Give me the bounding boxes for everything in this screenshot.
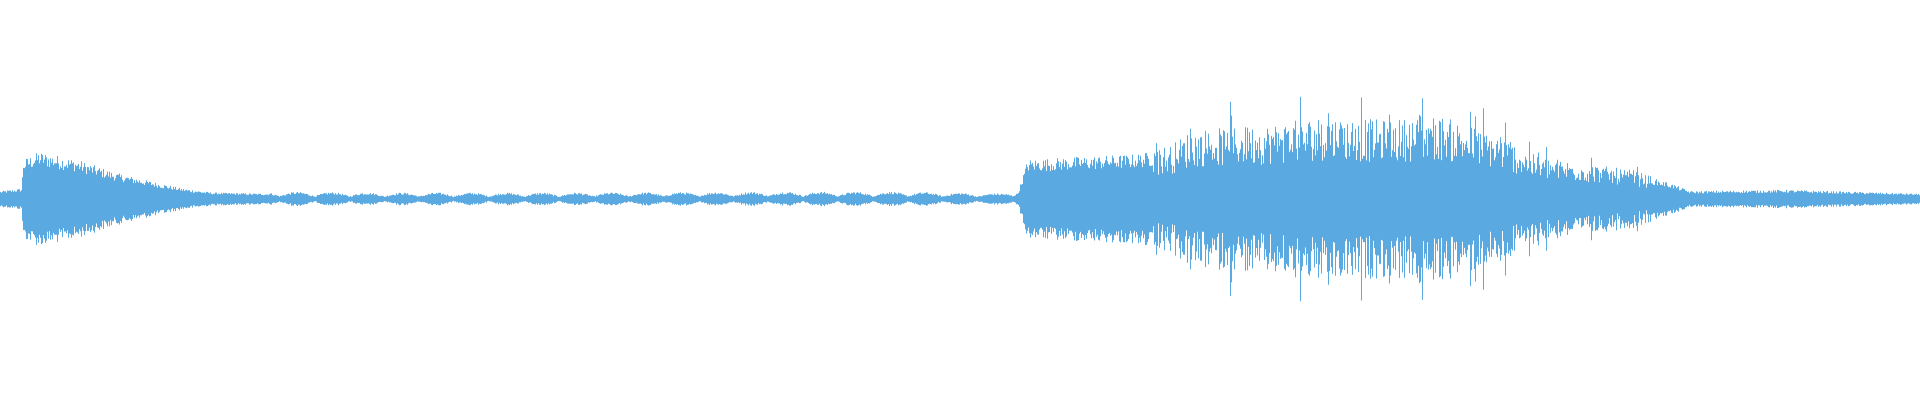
waveform-path (0, 96, 1920, 302)
waveform-bars (0, 96, 1920, 302)
